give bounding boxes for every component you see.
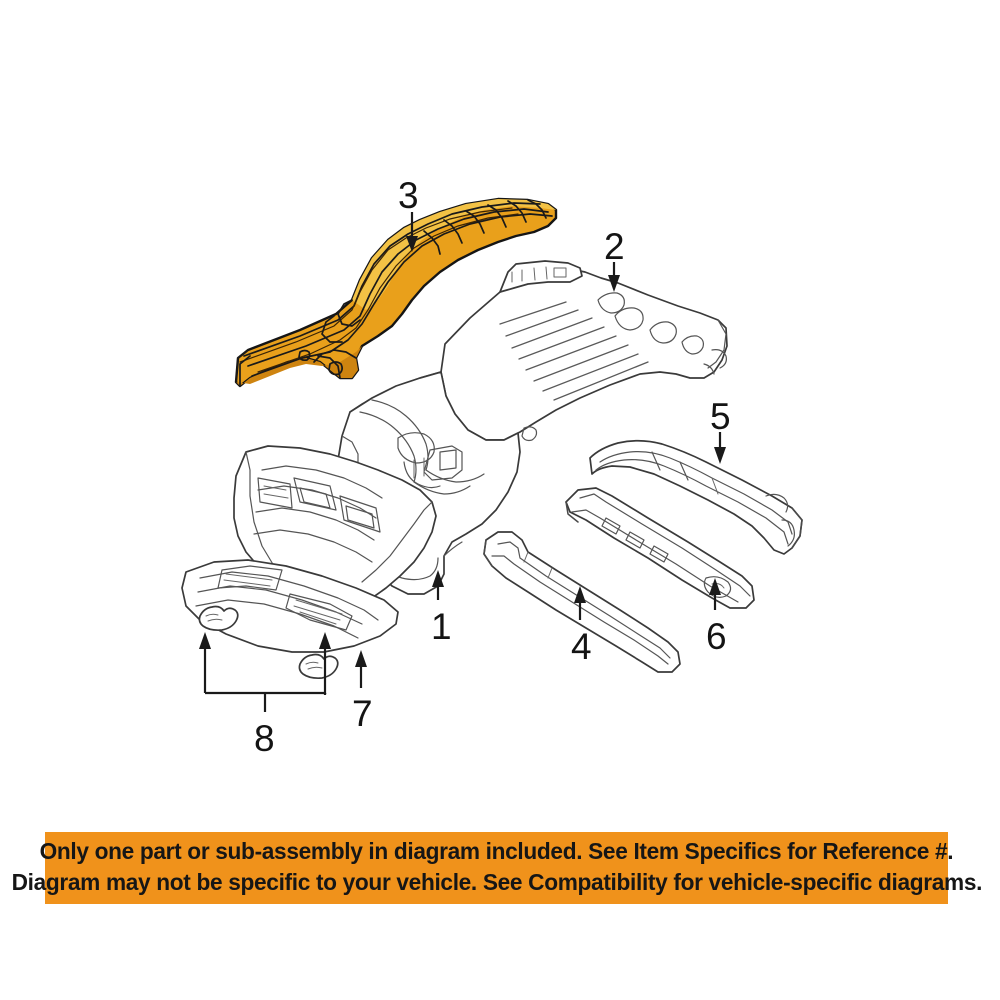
callout-label-5: 5 bbox=[710, 396, 731, 437]
leader-8 bbox=[199, 632, 331, 712]
callout-label-7: 7 bbox=[352, 693, 373, 734]
part-7-lower-flat-panel bbox=[181, 559, 399, 653]
notice-banner: Only one part or sub-assembly in diagram… bbox=[11, 832, 982, 904]
part-5-rear-crossmember-upper bbox=[589, 439, 803, 555]
notice-line-2: Diagram may not be specific to your vehi… bbox=[11, 869, 982, 895]
callout-label-8: 8 bbox=[254, 718, 275, 759]
callout-label-2: 2 bbox=[604, 226, 625, 267]
callout-label-6: 6 bbox=[706, 616, 727, 657]
callout-label-4: 4 bbox=[571, 626, 592, 667]
part-2-rear-floor-pan bbox=[349, 260, 728, 448]
leader-4 bbox=[574, 586, 586, 620]
part-3-frame-rail-highlighted bbox=[234, 197, 558, 388]
leader-5 bbox=[714, 432, 726, 464]
leader-3 bbox=[406, 212, 418, 252]
part-6-crossmember-rear bbox=[565, 487, 755, 609]
leader-6 bbox=[709, 578, 721, 610]
leader-7 bbox=[355, 650, 367, 688]
callout-label-3: 3 bbox=[398, 175, 419, 216]
leader-2 bbox=[608, 262, 620, 292]
leader-1 bbox=[432, 570, 444, 600]
callout-label-1: 1 bbox=[431, 606, 452, 647]
notice-line-1: Only one part or sub-assembly in diagram… bbox=[39, 838, 954, 864]
part-8-clips bbox=[198, 605, 339, 680]
